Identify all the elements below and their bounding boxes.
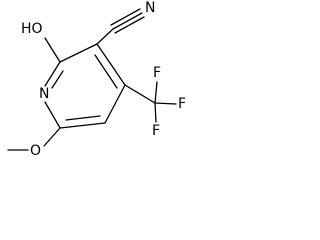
bond-c4-cf3 <box>124 84 156 104</box>
bond-c5-c6 <box>59 122 106 129</box>
fluorine-right-label: F <box>178 96 186 112</box>
nitrile-bond-2 <box>110 8 141 26</box>
fluorine-top-label: F <box>153 65 161 81</box>
nitrile-nitrogen-label: N <box>145 0 155 16</box>
bond-c3-cn <box>96 28 114 45</box>
ring-nitrogen-label: N <box>39 86 49 102</box>
methoxy-oxygen-label: O <box>30 143 41 159</box>
bond-c6-n1 <box>44 101 61 129</box>
bond-c5-c6-inner <box>65 115 101 121</box>
bond-cf3-f-top <box>154 81 158 104</box>
bond-cf3-f-right <box>154 102 177 105</box>
nitrile-bond-1 <box>112 12 143 30</box>
bond-c3-c4-inner <box>94 54 118 89</box>
bond-c4-c5 <box>104 84 126 124</box>
fluorine-bottom-label: F <box>152 123 160 139</box>
bond-c3-c4 <box>96 43 126 86</box>
bond-c2-oh <box>44 37 61 63</box>
chemical-structure: HO N N O F F F <box>7 0 186 159</box>
bond-n1-c2-inner <box>51 70 64 89</box>
bond-c6-o <box>43 127 61 147</box>
bond-n1-c2 <box>44 61 61 87</box>
hydroxyl-label: HO <box>21 21 43 37</box>
bond-c2-c3 <box>59 43 98 63</box>
bond-cf3-f-bottom <box>154 102 157 123</box>
nitrile-bond-3 <box>114 16 145 34</box>
